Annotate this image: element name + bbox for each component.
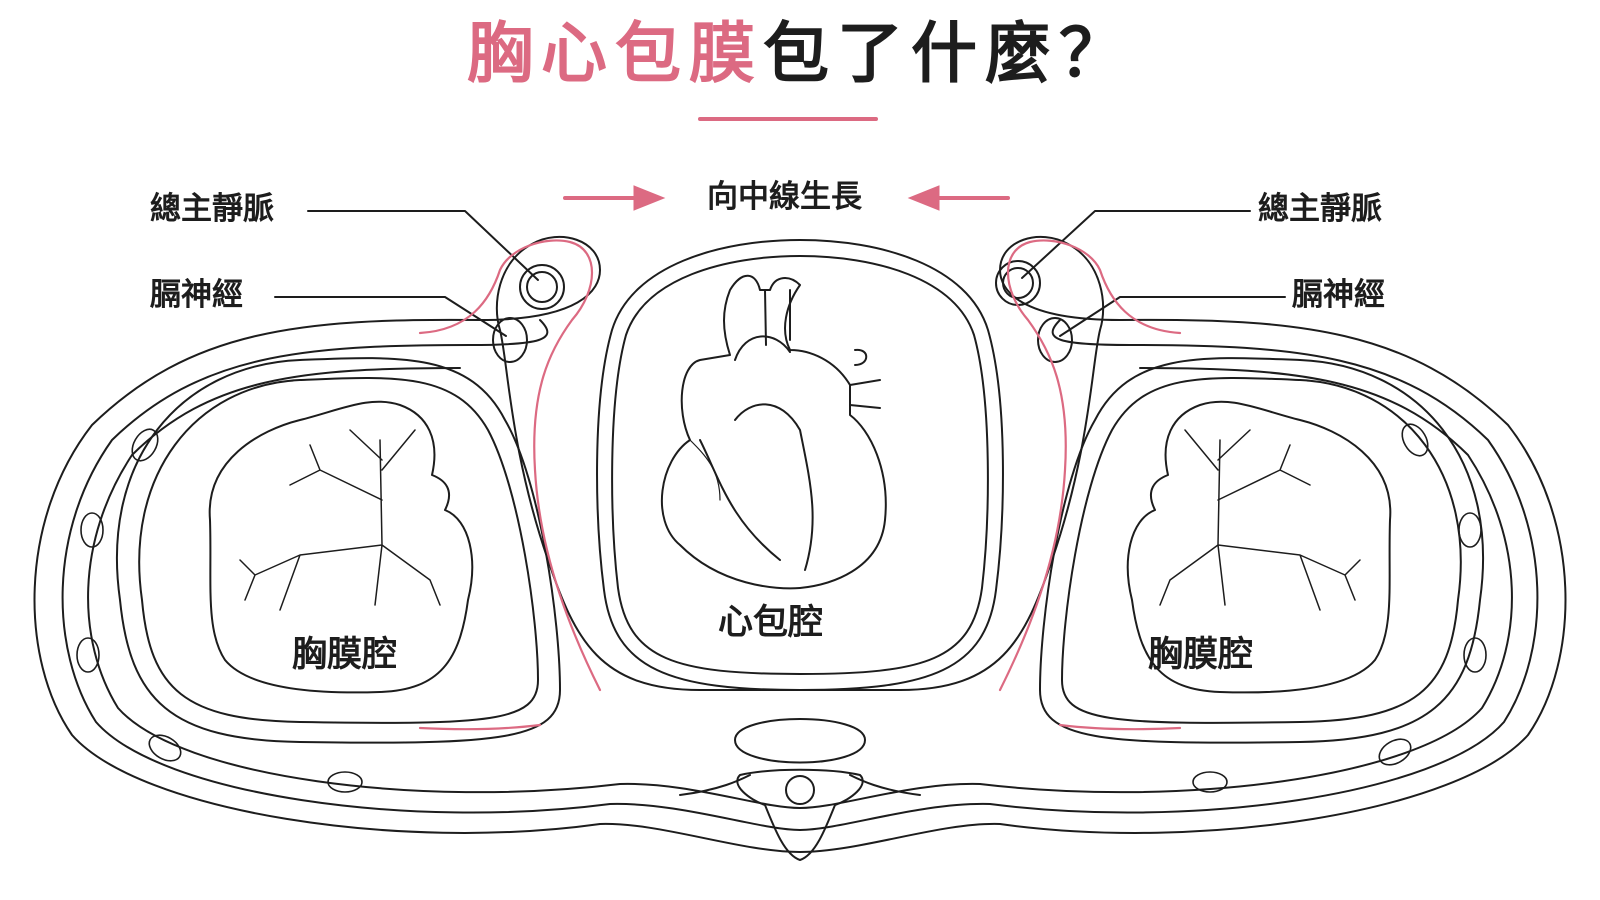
label-right-vein: 總主靜脈 xyxy=(1258,191,1382,227)
left-vein-outer xyxy=(519,264,565,310)
label-left-vein: 總主靜脈 xyxy=(150,191,274,227)
body-wall-vessels xyxy=(76,423,1487,793)
leader-right-nerve xyxy=(1059,296,1286,337)
left-bronchi xyxy=(239,429,441,611)
label-right-pleural-cavity: 胸膜腔 xyxy=(1148,635,1254,675)
page-title: 胸心包膜包了什麼？ xyxy=(0,14,1600,93)
right-fold-lower xyxy=(1058,723,1182,731)
leader-left-vein xyxy=(307,210,539,281)
pericardium-inner xyxy=(611,255,989,675)
right-pleural-inner xyxy=(1061,376,1462,724)
left-pleural-wall xyxy=(115,357,561,744)
heart-icon xyxy=(660,274,887,590)
left-fold-line xyxy=(418,239,602,692)
right-bronchi xyxy=(1159,429,1361,611)
left-fold-lower xyxy=(418,723,542,731)
left-lung-outline xyxy=(208,400,474,694)
spine-icon xyxy=(679,718,921,861)
label-left-pleural-cavity: 胸膜腔 xyxy=(292,635,398,675)
label-left-nerve: 膈神經 xyxy=(150,277,243,313)
left-vein-inner xyxy=(526,271,558,303)
right-vein-inner xyxy=(1002,267,1034,299)
left-pleural-inner xyxy=(138,376,539,724)
label-right-nerve: 膈神經 xyxy=(1292,277,1385,313)
arrow-right-icon xyxy=(563,185,666,211)
title-highlight: 胸心包膜 xyxy=(467,15,763,92)
body-wall-outer xyxy=(33,235,1567,853)
right-lung-outline xyxy=(1126,400,1392,694)
title-rest: 包了什麼？ xyxy=(763,15,1133,92)
label-midline: 向中線生長 xyxy=(707,179,862,215)
body-wall-inner xyxy=(61,319,1539,831)
left-nerve xyxy=(492,317,528,363)
right-fold-line xyxy=(998,239,1182,692)
arrow-left-icon xyxy=(907,185,1010,211)
label-pericardial-cavity: 心包腔 xyxy=(718,603,824,643)
leader-right-vein xyxy=(1021,210,1251,279)
pericardium-outer xyxy=(596,239,1004,691)
right-pleural-wall xyxy=(1039,357,1485,744)
leader-left-nerve xyxy=(274,296,507,337)
right-nerve xyxy=(1037,317,1073,363)
body-wall-inner-2 xyxy=(87,367,1513,809)
